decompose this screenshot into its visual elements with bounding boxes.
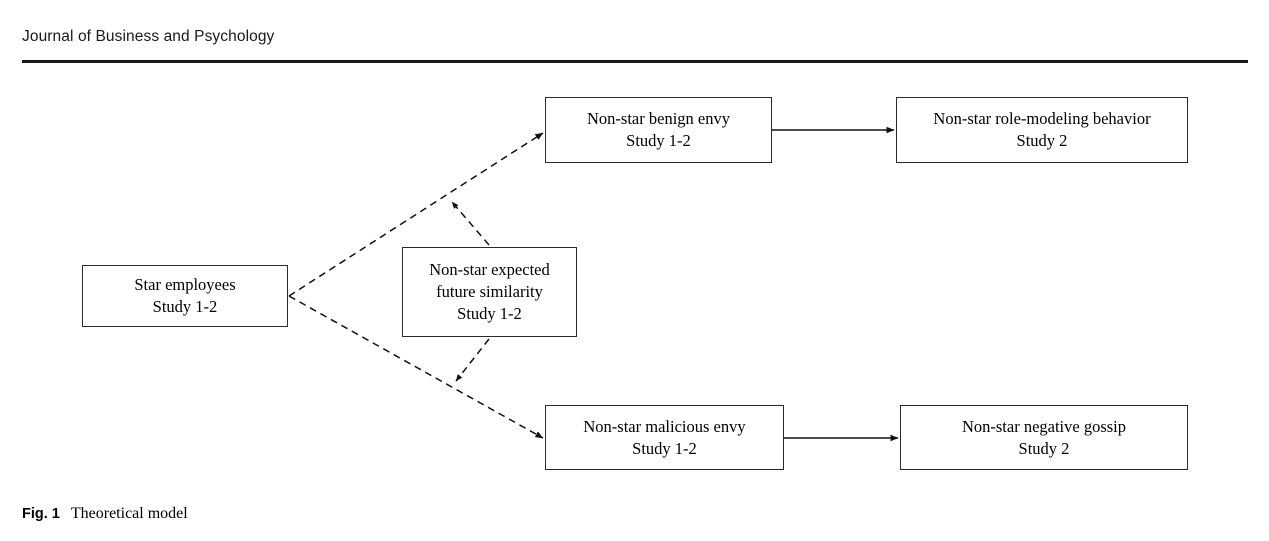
figure-caption-text: Theoretical model xyxy=(70,505,188,522)
header-divider-rule xyxy=(22,60,1248,63)
node-malicious-envy-line-2: Study 1-2 xyxy=(632,438,697,458)
node-benign-envy-line-2: Study 1-2 xyxy=(626,131,691,150)
figure-caption-label: Fig. 1 xyxy=(22,506,60,522)
node-expected-future-similarity: Non-star expected future similarity Stud… xyxy=(402,247,577,337)
journal-title: Journal of Business and Psychology xyxy=(22,28,275,45)
node-role-modeling-line-2: Study 2 xyxy=(1016,131,1068,150)
edge-star-to-malicious-envy xyxy=(288,295,544,439)
node-role-modeling-line-1: Non-star role-modeling behavior xyxy=(933,109,1151,129)
node-expected-similarity-line-1: Non-star expected xyxy=(429,260,550,280)
node-expected-similarity-line-3: Study 1-2 xyxy=(457,303,522,323)
node-star-employees: Star employees Study 1-2 xyxy=(82,265,288,327)
node-expected-similarity-line-2: future similarity xyxy=(436,282,543,302)
journal-running-head: Journal of Business and Psychology xyxy=(22,28,1248,63)
figure-caption: Fig. 1 Theoretical model xyxy=(22,505,188,523)
node-star-employees-line-1: Star employees xyxy=(134,275,236,295)
node-malicious-envy: Non-star malicious envy Study 1-2 xyxy=(545,405,784,470)
node-malicious-envy-line-1: Non-star malicious envy xyxy=(583,416,746,436)
node-benign-envy: Non-star benign envy Study 1-2 xyxy=(545,97,772,163)
edge-star-to-benign-envy xyxy=(288,132,544,297)
node-role-modeling-behavior: Non-star role-modeling behavior Study 2 xyxy=(896,97,1188,163)
node-negative-gossip-line-1: Non-star negative gossip xyxy=(961,416,1127,436)
node-star-employees-line-2: Study 1-2 xyxy=(152,297,218,316)
node-negative-gossip: Non-star negative gossip Study 2 xyxy=(900,405,1188,470)
node-negative-gossip-line-2: Study 2 xyxy=(1018,438,1070,458)
edge-similarity-moderates-malicious-path xyxy=(455,338,490,382)
edge-similarity-moderates-benign-path xyxy=(451,201,490,246)
node-benign-envy-line-1: Non-star benign envy xyxy=(587,109,730,129)
